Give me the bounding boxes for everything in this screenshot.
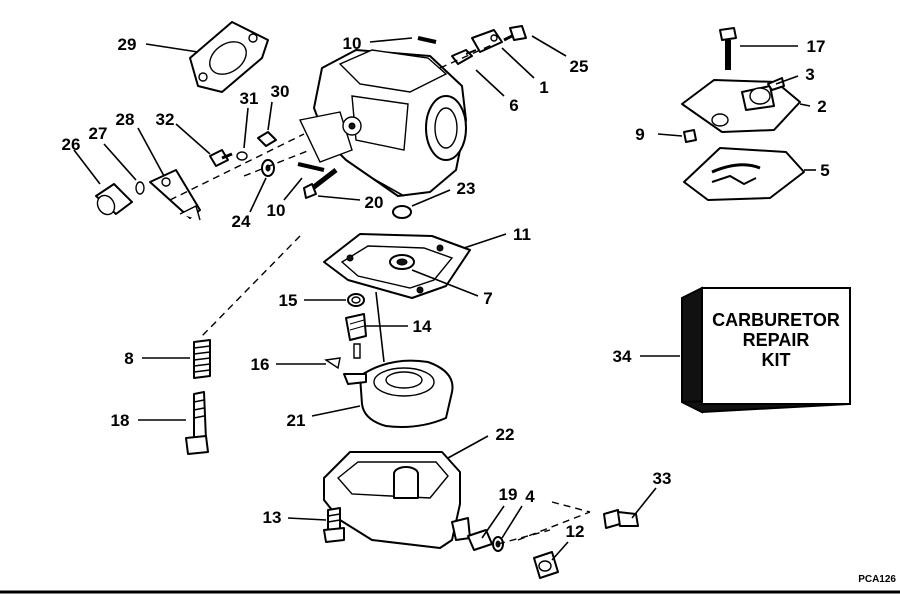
callout-32: 32 [156,110,175,129]
callout-13: 13 [263,508,282,527]
part-29-flange-gasket [189,21,269,93]
callout-18: 18 [111,411,130,430]
part-13-screw [323,507,345,543]
part-32-screw [209,149,233,167]
callout-21: 21 [287,411,306,430]
callout-23: 23 [457,179,476,198]
callout-labels: 29 10 25 1 6 31 30 28 32 27 26 24 10 20 … [62,34,830,541]
part-20-screw [303,168,338,199]
part-1-bracket [471,29,503,53]
callout-2: 2 [817,97,826,116]
callout-19: 19 [499,485,518,504]
part-30-nut [257,131,277,147]
callout-9: 9 [635,125,644,144]
part-26-knob [95,183,133,216]
part-21-float [343,359,454,428]
callout-15: 15 [279,291,298,310]
part-33-fitting [603,509,639,529]
part-23-plug [392,205,412,219]
callout-24: 24 [232,212,251,231]
callout-4: 4 [525,487,535,506]
callout-31: 31 [240,89,259,108]
callout-17: 17 [807,37,826,56]
callout-8: 8 [124,349,133,368]
callout-14: 14 [413,317,432,336]
part-2-cover [681,79,801,133]
callout-3: 3 [805,65,814,84]
part-24-washer [261,159,275,177]
part-28-lever [149,169,201,221]
part-16-pin [324,357,341,370]
part-31-washer [236,151,248,161]
part-22-float-bowl [323,451,471,549]
part-7-needle-seat [389,254,415,270]
part-19-plug [467,529,493,551]
leader-lines [73,35,816,561]
part-27-ring [135,181,145,195]
part-5-diaphragm [683,147,805,201]
part-9-screw [683,129,697,143]
callout-28: 28 [116,110,135,129]
kit-box-line-1: CARBURETOR [712,310,840,330]
drawing-code: PCA126 [858,574,896,585]
part-34-kit-box: CARBURETOR REPAIR KIT [681,286,851,414]
callout-11: 11 [513,225,531,244]
callout-30: 30 [271,82,290,101]
callout-7: 7 [483,289,492,308]
part-8-spring [193,339,211,379]
callout-25: 25 [570,57,589,76]
callout-10-lower: 10 [267,201,286,220]
part-12-screw [533,551,559,579]
callout-1: 1 [539,78,548,97]
kit-box-line-3: KIT [762,350,791,370]
callout-20: 20 [365,193,384,212]
callout-22: 22 [496,425,515,444]
part-10-pin-top [417,36,437,44]
callout-10-top: 10 [343,34,362,53]
part-17-screw [719,27,737,70]
kit-box-line-2: REPAIR [743,330,810,350]
part-15-washer [347,293,365,307]
callout-26: 26 [62,135,81,154]
callout-33: 33 [653,469,672,488]
callout-6: 6 [509,96,518,115]
callout-16: 16 [251,355,270,374]
callout-27: 27 [89,124,108,143]
part-10-pin-lower [297,162,325,172]
part-25-screw [503,25,527,42]
part-14-inlet-needle [345,291,385,363]
callout-29: 29 [118,35,137,54]
callout-12: 12 [566,522,585,541]
callout-34: 34 [613,347,632,366]
carburetor-body [298,49,467,197]
part-18-idle-screw [185,391,209,455]
callout-5: 5 [820,161,829,180]
